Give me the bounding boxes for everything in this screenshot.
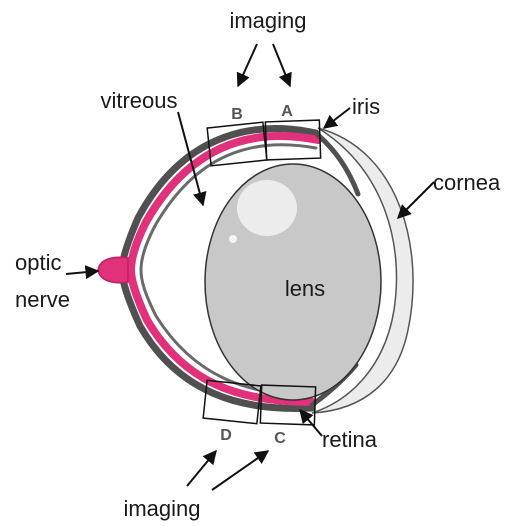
arrow-imaging-to-d [187,451,216,486]
label-box-a: A [281,103,293,120]
lens-highlight-dot [229,235,237,243]
label-cornea: cornea [433,170,501,195]
arrow-retina [300,410,322,436]
optic-nerve-shape [98,257,128,282]
arrow-cornea [398,182,434,218]
label-retina: retina [322,427,378,452]
label-optic-nerve-line1: optic [15,250,61,275]
label-vitreous: vitreous [100,88,177,113]
arrow-iris [324,108,350,128]
label-imaging-bottom: imaging [123,496,200,521]
label-iris: iris [352,94,380,119]
label-box-d: D [220,427,232,444]
label-optic-nerve-line2: nerve [15,287,70,312]
arrow-optic-nerve [66,271,98,274]
arrow-imaging-to-c [212,451,268,490]
label-lens: lens [285,276,325,301]
label-box-c: C [274,430,286,447]
label-box-b: B [231,106,243,123]
arrow-imaging-to-a [273,44,290,86]
arrow-imaging-to-b [238,44,257,86]
label-imaging-top: imaging [229,8,306,33]
lens-highlight [237,180,297,236]
